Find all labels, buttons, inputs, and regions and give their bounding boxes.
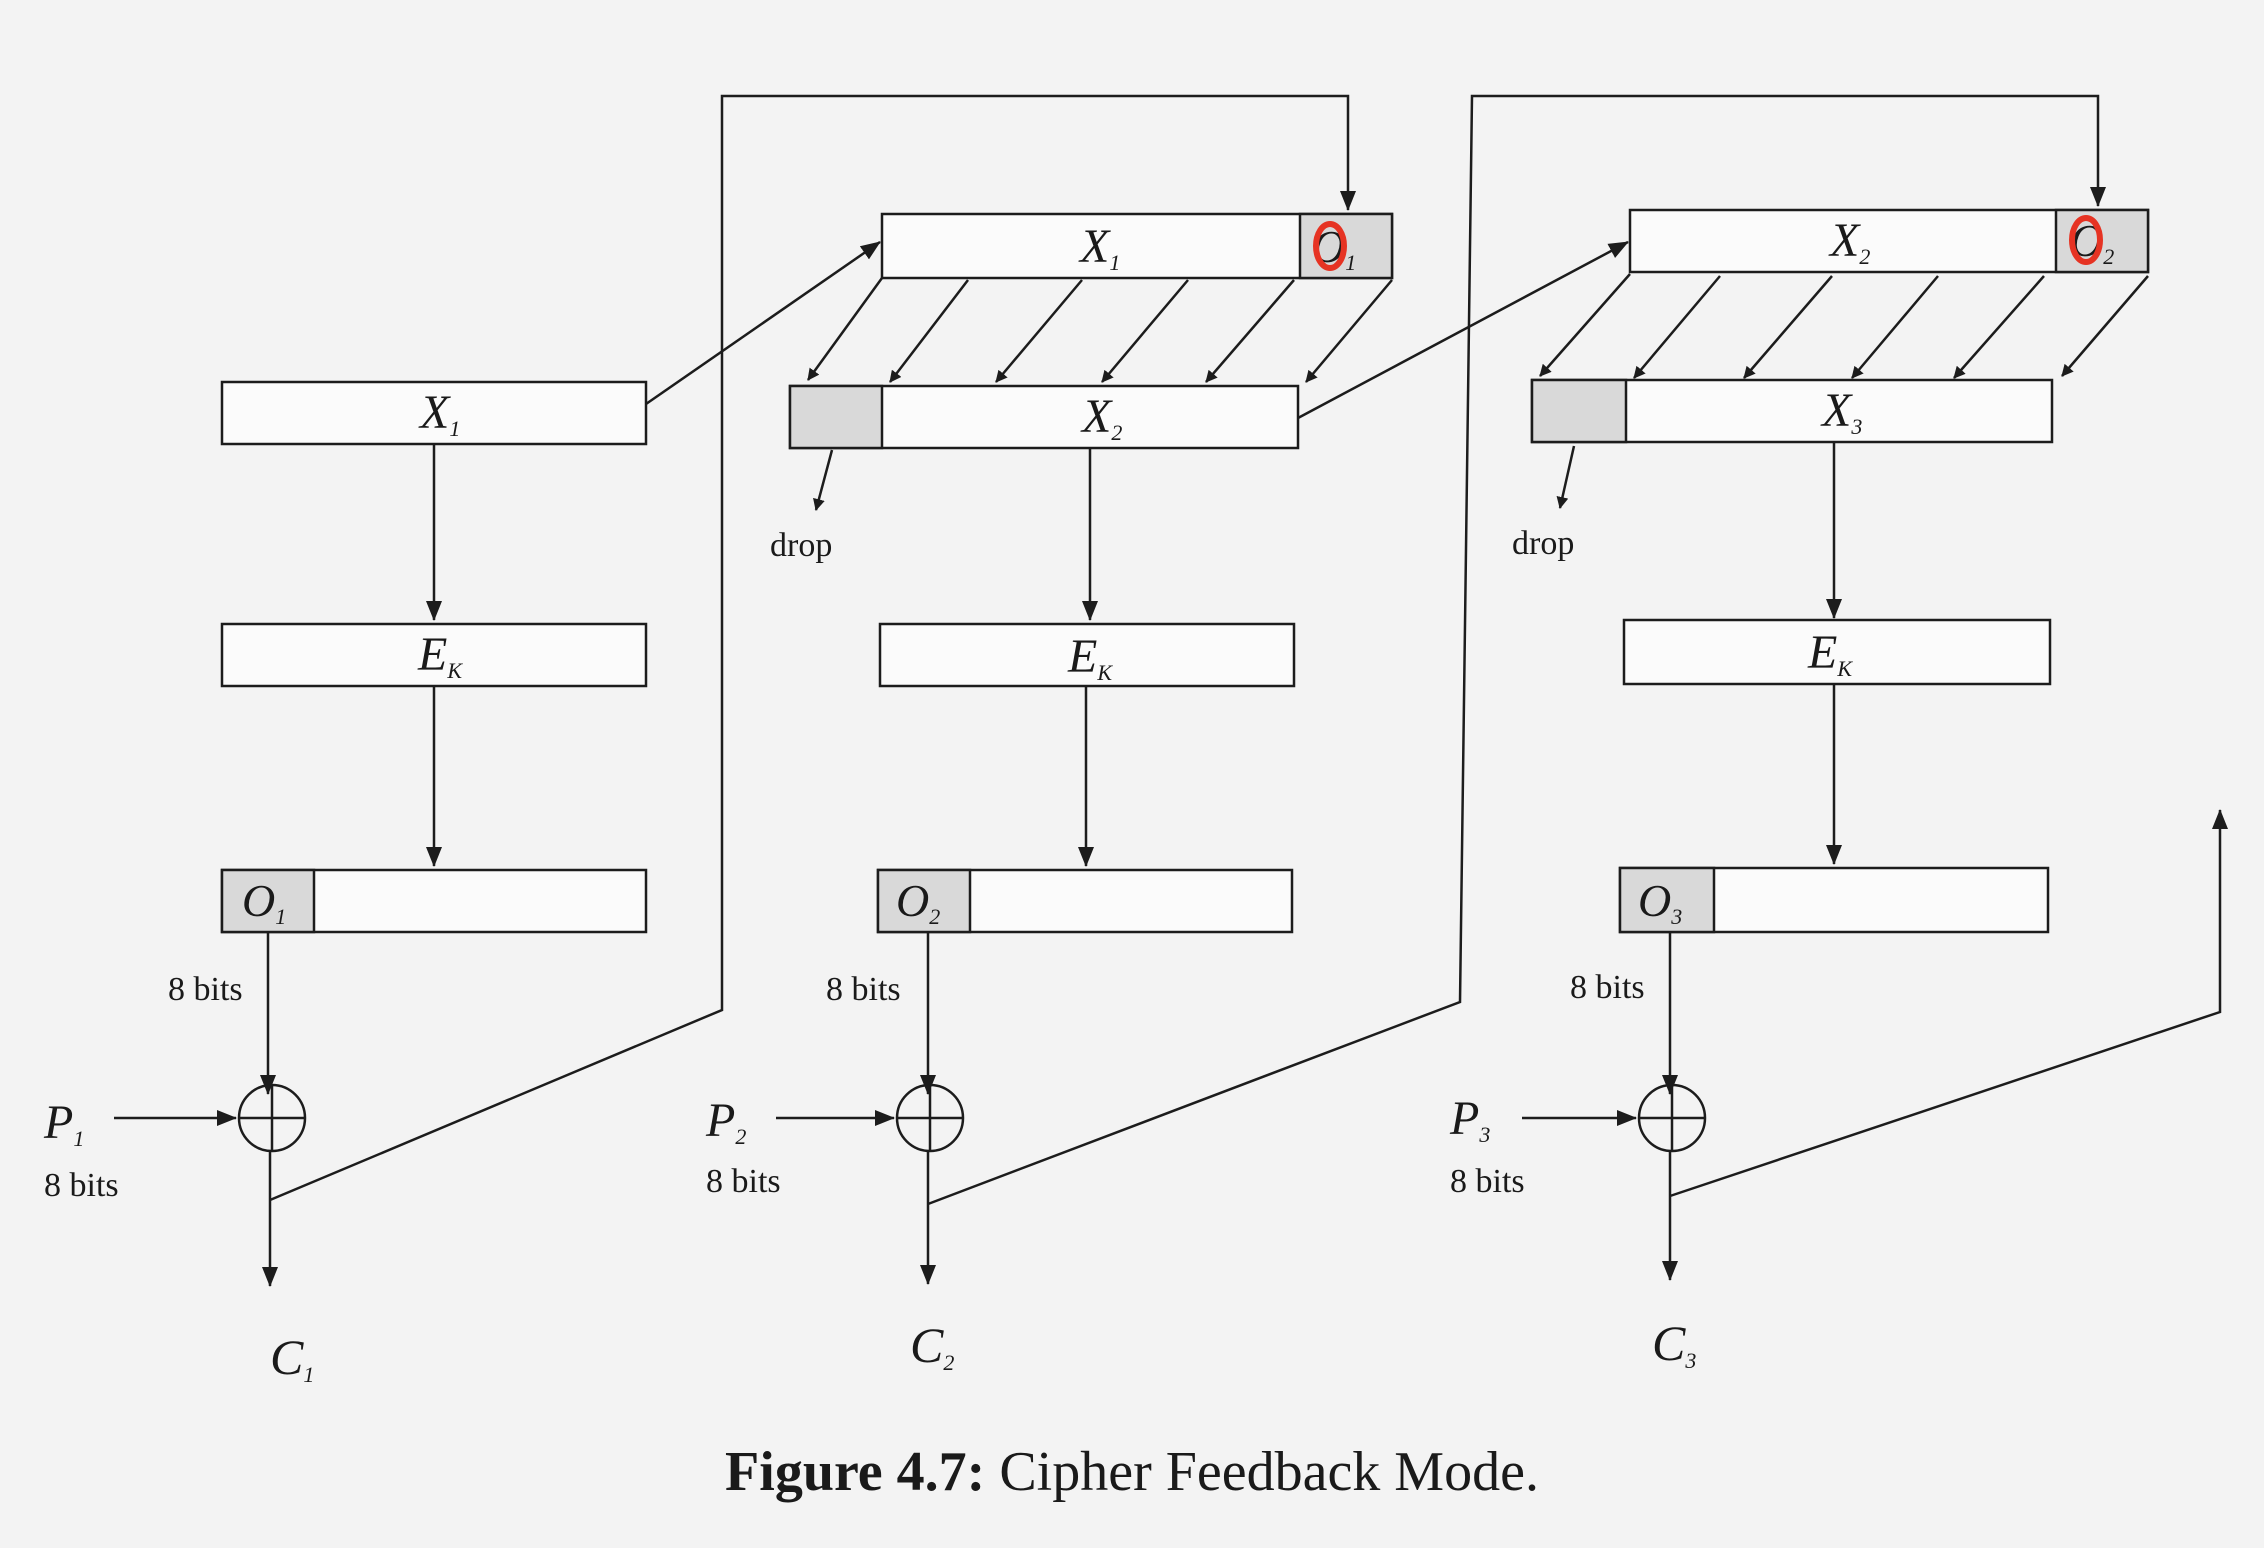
feedback-path-c2 (927, 94, 2106, 1206)
drop-arrow-3 (1556, 445, 1576, 509)
output-block-o2 (876, 868, 972, 934)
shift-arrow (889, 279, 969, 383)
shift-arrow (1205, 279, 1295, 383)
register-x3-label: X3 (1820, 384, 1862, 439)
shift-arrow (1539, 273, 1631, 377)
output-block-o1 (220, 868, 316, 934)
feedback-path-c3 (1669, 809, 2228, 1198)
arrow-x1-to-shift-register (645, 240, 881, 406)
shift-register-top-3-label: X2 (1828, 214, 1870, 269)
stage-1: X1 EK O1 8 bits P1 8 bits C1 (43, 380, 648, 1387)
shift-register-top-2-label: X1 (1078, 220, 1120, 275)
arrow-x2-to-shift-register (1297, 240, 1629, 420)
shift-arrow (1633, 275, 1721, 379)
shift-arrow (1953, 275, 2045, 379)
shift-arrow (995, 279, 1083, 383)
bits-label-o2: 8 bits (826, 971, 901, 1008)
register-x1 (220, 380, 648, 446)
plaintext-p3-label: P3 (1449, 1092, 1490, 1147)
output-block-o3 (1618, 866, 1716, 934)
red-annotation-circle-2 (2069, 215, 2103, 265)
bits-label-p1: 8 bits (44, 1167, 119, 1204)
encrypt-box-3 (1622, 618, 2052, 686)
bits-label-p2: 8 bits (706, 1163, 781, 1200)
drop-label-2: drop (770, 527, 832, 564)
shift-arrow (1743, 275, 1833, 379)
output-o1-label: O1 (242, 875, 286, 929)
dropped-block-2 (788, 384, 884, 450)
bits-label-p3: 8 bits (1450, 1163, 1525, 1200)
shift-arrow (1101, 279, 1189, 383)
register-x2-label: X2 (1080, 390, 1122, 445)
drop-arrow-2 (813, 449, 834, 511)
encrypt-box-1-label: EK (417, 628, 463, 683)
red-annotation-circle-1 (1313, 221, 1347, 271)
stage-3: X2 O2 X3 drop EK O3 8 bits P3 8 bits C3 (1449, 208, 2150, 1373)
dropped-block-3 (1530, 378, 1628, 444)
plaintext-p1-label: P1 (43, 1096, 84, 1151)
feedback-path-c1 (269, 94, 1356, 1202)
plaintext-p2-label: P2 (705, 1094, 746, 1149)
figure-caption: Figure 4.7: Cipher Feedback Mode. (725, 1441, 1539, 1503)
drop-label-3: drop (1512, 525, 1574, 562)
ciphertext-c1-label: C1 (270, 1329, 314, 1387)
ciphertext-c2-label: C2 (910, 1317, 954, 1375)
ciphertext-c3-label: C3 (1652, 1315, 1696, 1373)
encrypt-box-2-label: EK (1067, 630, 1113, 685)
bits-label-o3: 8 bits (1570, 969, 1645, 1006)
stage-2: X1 O1 X2 drop EK O2 8 bits P2 (705, 212, 1394, 1375)
output-o3-label: O3 (1638, 875, 1682, 929)
bits-label-o1: 8 bits (168, 971, 243, 1008)
shift-arrow (1851, 275, 1939, 379)
output-o2-label: O2 (896, 875, 940, 929)
shift-arrow (806, 277, 884, 381)
register-x1-label: X1 (418, 386, 460, 441)
encrypt-box-2 (878, 622, 1296, 688)
encrypt-box-3-label: EK (1807, 626, 1853, 681)
shift-arrow (1305, 279, 1393, 383)
shift-arrow (2061, 275, 2149, 377)
